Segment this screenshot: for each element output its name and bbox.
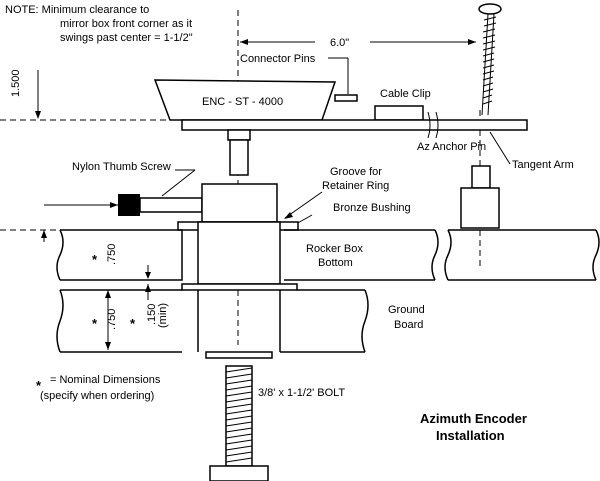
groove-leader — [284, 191, 323, 219]
bottom-washer — [205, 351, 273, 359]
bushing-base-washer — [181, 283, 298, 291]
ground-board-label-2: Board — [394, 319, 423, 331]
thumb-screw-label: Nylon Thumb Screw — [72, 161, 171, 173]
note-line-3: swings past center = 1-1/2" — [60, 32, 193, 44]
az-anchor-pin-label: Az Anchor Pin — [417, 141, 486, 153]
star-2: * — [92, 316, 98, 331]
rocker-box-left — [60, 229, 183, 281]
dim-750-top: .750 — [106, 244, 118, 265]
star-3: * — [130, 316, 136, 331]
tangent-arm-leader — [489, 131, 511, 165]
groove-label-2: Retainer Ring — [322, 180, 389, 192]
star-1: * — [92, 252, 98, 267]
anchor-bolt-head — [478, 3, 502, 15]
bolt-label: 3/8' x 1-1/2' BOLT — [258, 387, 345, 399]
encoder-label: ENC - ST - 4000 — [202, 96, 283, 108]
dim-150-arrow — [145, 284, 151, 292]
rocker-box-right — [284, 229, 435, 281]
thumb-screw-knob — [118, 194, 140, 216]
dim-750-bottom: .750 — [106, 309, 118, 330]
legend-star: * — [36, 378, 42, 393]
dim-6-arrow-right — [468, 39, 476, 45]
bronze-bushing — [197, 221, 281, 285]
dim-6-arrow-left — [240, 39, 248, 45]
dim-750-bottom-arrow-top — [105, 290, 111, 298]
dim-6-label: 6.0" — [330, 37, 349, 49]
title-line-2: Installation — [436, 428, 505, 443]
title-line-1: Azimuth Encoder — [420, 411, 527, 426]
encoder-shaft — [229, 139, 249, 176]
anchor-bolt-shaft-2 — [487, 13, 495, 116]
cable-clip — [374, 105, 424, 121]
bolt-threads — [225, 367, 253, 463]
groove-label-1: Groove for — [330, 166, 382, 178]
dim-1500-label: 1.500 — [10, 69, 22, 97]
rocker-box-label-2: Bottom — [318, 257, 353, 269]
dim-750-bottom-arrow-bottom — [105, 342, 111, 350]
nominal-label-2: (specify when ordering) — [40, 390, 154, 402]
dim-150: .150 — [146, 304, 158, 325]
anchor-pin — [471, 165, 491, 189]
ground-board-left-break — [56, 289, 64, 353]
thumb-screw-shaft — [139, 197, 203, 213]
ground-board-left — [60, 289, 182, 353]
rocker-box-far-break — [444, 229, 452, 281]
ground-board-label-1: Ground — [388, 304, 425, 316]
thumb-screw-arrowhead — [110, 202, 118, 208]
anchor-bolt-shaft — [481, 13, 489, 116]
ground-board-right-break — [361, 289, 369, 353]
groove-arrowhead — [284, 212, 293, 219]
dim-750-top-arrow — [145, 272, 151, 279]
dim-1500-arrow — [35, 111, 41, 119]
dim-150-min: (min) — [157, 303, 169, 328]
coupler-hub — [201, 183, 278, 223]
cable-clip-label: Cable Clip — [380, 88, 431, 100]
anchor-bolt-threads — [482, 16, 497, 105]
encoder-shaft-collar — [227, 129, 251, 141]
rocker-box-far-right — [448, 229, 596, 281]
thumb-screw-leader — [161, 169, 196, 197]
anchor-pin-block — [460, 187, 500, 229]
rocker-box-label-1: Rocker Box — [306, 243, 363, 255]
tangent-arm-label: Tangent Arm — [512, 159, 574, 171]
rocker-box-edge — [592, 229, 600, 281]
connector-pins — [334, 94, 358, 102]
nominal-label-1: = Nominal Dimensions — [50, 374, 161, 386]
tangent-arm-break — [427, 111, 439, 139]
ref-arrow — [41, 230, 47, 238]
bronze-bushing-label: Bronze Bushing — [333, 202, 411, 214]
rocker-box-left-break — [56, 229, 64, 281]
rocker-box-right-break — [431, 229, 439, 281]
connector-pins-label: Connector Pins — [240, 53, 316, 65]
note-line-1: NOTE: Minimum clearance to — [5, 4, 149, 16]
bolt-head — [209, 465, 269, 481]
ground-board-right — [280, 289, 365, 353]
note-line-2: mirror box front corner as it — [60, 18, 192, 30]
tangent-arm — [181, 119, 528, 131]
